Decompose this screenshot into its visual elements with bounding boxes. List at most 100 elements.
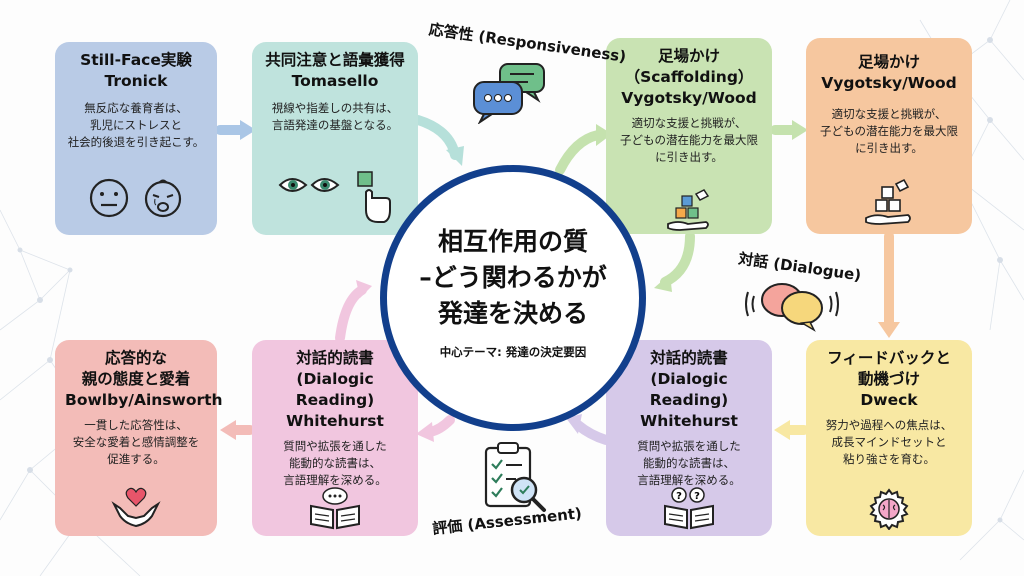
desc-line: 視線や指差しの共有は、: [271, 101, 399, 115]
neutral-face-icon: [89, 178, 129, 218]
desc-line: 言語発達の基盤となる。: [271, 118, 399, 132]
card-title: 対話的読書 (Dialogic Reading) Whitehurst: [262, 348, 408, 432]
title-line: Bowlby/Ainsworth: [65, 391, 223, 409]
svg-text:?: ?: [676, 491, 682, 502]
book-dialogue-icon: [310, 487, 360, 530]
title-line: Tomasello: [291, 72, 379, 90]
desc-line: に引き出す。: [855, 141, 923, 155]
card-description: 適切な支援と挑戦が、 子どもの潜在能力を最大限 に引き出す。: [616, 115, 762, 166]
title-line: 足場かけ: [857, 53, 920, 71]
arrow-center-to-dialogic: [425, 415, 455, 437]
card-icons: [806, 488, 972, 530]
card-dialogic-reading-2: 対話的読書 (Dialogic Reading) Whitehurst 質問や拡…: [252, 340, 418, 536]
desc-line: 子どもの潜在能力を最大限: [620, 133, 758, 147]
desc-line: に引き出す。: [655, 150, 723, 164]
clipboard-magnifier-icon: [484, 442, 546, 512]
title-line: Vygotsky/Wood: [621, 89, 757, 107]
card-title: フィードバックと 動機づけ Dweck: [816, 348, 962, 411]
desc-line: 社会的後退を引き起こす。: [67, 135, 205, 149]
desc-line: 質問や拡張を通した: [637, 439, 741, 453]
card-icons: [55, 176, 217, 220]
book-question-icon: ? ?: [664, 487, 714, 530]
desc-line: 適切な支援と挑戦が、: [831, 107, 947, 121]
title-line: Tronick: [104, 72, 168, 90]
card-attachment: 応答的な 親の態度と愛着 Bowlby/Ainsworth 一貫した応答性は、 …: [55, 340, 223, 536]
chat-bubbles-icon: [473, 63, 545, 124]
title-line: Still-Face実験: [80, 51, 192, 69]
desc-line: 粘り強さを育む。: [843, 452, 935, 466]
card-joint-attention: 共同注意と語彙獲得 Tomasello 視線や指差しの共有は、 言語発達の基盤と…: [252, 42, 418, 235]
arrow-left-up-to-center: [335, 285, 367, 343]
card-description: 質問や拡張を通した 能動的な読書は、 言語理解を深める。: [262, 438, 408, 489]
title-line: Whitehurst: [286, 412, 384, 430]
pointing-hand-icon: [357, 171, 391, 223]
card-icons: [806, 178, 972, 226]
title-line: (Dialogic Reading): [295, 370, 375, 409]
card-title: 足場かけ （Scaffolding） Vygotsky/Wood: [616, 46, 762, 109]
central-title-line: –どう関わるかが: [419, 263, 607, 292]
card-icons: ? ?: [606, 486, 772, 530]
title-line: 動機づけ: [857, 370, 920, 388]
card-icons: [252, 170, 418, 226]
title-line: （Scaffolding）: [624, 68, 754, 86]
title-line: 親の態度と愛着: [81, 370, 191, 388]
card-description: 努力や過程への焦点は、 成長マインドセットと 粘り強さを育む。: [816, 417, 962, 468]
desc-line: 質問や拡張を通した: [283, 439, 387, 453]
card-title: 共同注意と語彙獲得 Tomasello: [262, 50, 408, 92]
card-dialogic-reading-1: 対話的読書 (Dialogic Reading) Whitehurst 質問や拡…: [606, 340, 772, 536]
desc-line: 能動的な読書は、: [643, 456, 735, 470]
central-theme-circle: 相互作用の質 –どう関わるかが 発達を決める 中心テーマ: 発達の決定要因: [380, 165, 646, 431]
crying-baby-icon: [144, 179, 182, 218]
desc-line: 無反応な養育者は、: [84, 101, 188, 115]
desc-line: 乳児にストレスと: [90, 118, 182, 132]
card-title: 足場かけ Vygotsky/Wood: [816, 52, 962, 94]
card-title: 対話的読書 (Dialogic Reading) Whitehurst: [616, 348, 762, 432]
arrow-dialogic-to-center: [573, 420, 611, 445]
title-line: (Dialogic Reading): [649, 370, 729, 409]
desc-line: 能動的な読書は、: [289, 456, 381, 470]
central-title-line: 相互作用の質: [437, 227, 588, 256]
card-title: Still-Face実験 Tronick: [65, 50, 207, 92]
central-subtitle: 中心テーマ: 発達の決定要因: [439, 345, 587, 359]
title-line: Dweck: [860, 391, 918, 409]
svg-text:?: ?: [694, 491, 700, 502]
brain-gear-icon: [869, 488, 909, 530]
card-icons: [252, 486, 418, 530]
arrow-center-to-scaffolding: [555, 130, 603, 175]
desc-line: 一貫した応答性は、: [84, 418, 188, 432]
blocks-hand-icon: [667, 189, 710, 231]
card-icons: [55, 486, 217, 528]
desc-line: 努力や過程への焦点は、: [825, 418, 953, 432]
card-description: 視線や指差しの共有は、 言語発達の基盤となる。: [262, 100, 408, 134]
desc-line: 言語理解を深める。: [283, 473, 387, 487]
card-icons: [606, 188, 772, 232]
title-line: 対話的読書: [650, 349, 728, 367]
title-line: Whitehurst: [640, 412, 738, 430]
title-line: 応答的な: [104, 349, 167, 367]
central-title-line: 発達を決める: [437, 299, 588, 328]
desc-line: 成長マインドセットと: [831, 435, 947, 449]
card-scaffolding-1: 足場かけ （Scaffolding） Vygotsky/Wood 適切な支援と挑…: [606, 38, 772, 234]
desc-line: 安全な愛着と感情調整を: [72, 435, 200, 449]
card-feedback: フィードバックと 動機づけ Dweck 努力や過程への焦点は、 成長マインドセッ…: [806, 340, 972, 536]
eyes-icon: [278, 178, 340, 192]
desc-line: 促進する。: [107, 452, 165, 466]
central-title: 相互作用の質 –どう関わるかが 発達を決める: [387, 224, 639, 332]
heart-hands-icon: [111, 487, 161, 528]
card-scaffolding-2: 足場かけ Vygotsky/Wood 適切な支援と挑戦が、 子どもの潜在能力を最…: [806, 38, 972, 234]
desc-line: 適切な支援と挑戦が、: [631, 116, 747, 130]
card-still-face: Still-Face実験 Tronick 無反応な養育者は、 乳児にストレスと …: [55, 42, 217, 235]
card-description: 質問や拡張を通した 能動的な読書は、 言語理解を深める。: [616, 438, 762, 489]
dialogue-bubbles-icon: [745, 283, 839, 332]
card-description: 無反応な養育者は、 乳児にストレスと 社会的後退を引き起こす。: [65, 100, 207, 151]
desc-line: 子どもの潜在能力を最大限: [820, 124, 958, 138]
desc-line: 言語理解を深める。: [637, 473, 741, 487]
card-description: 一貫した応答性は、 安全な愛着と感情調整を 促進する。: [65, 417, 207, 468]
title-line: フィードバックと: [827, 349, 951, 367]
title-line: 足場かけ: [657, 47, 720, 65]
card-description: 適切な支援と挑戦が、 子どもの潜在能力を最大限 に引き出す。: [816, 106, 962, 157]
blocks-hand-icon: [865, 178, 911, 225]
title-line: Vygotsky/Wood: [821, 74, 957, 92]
card-title: 応答的な 親の態度と愛着 Bowlby/Ainsworth: [65, 348, 223, 411]
title-line: 共同注意と語彙獲得: [265, 51, 405, 69]
